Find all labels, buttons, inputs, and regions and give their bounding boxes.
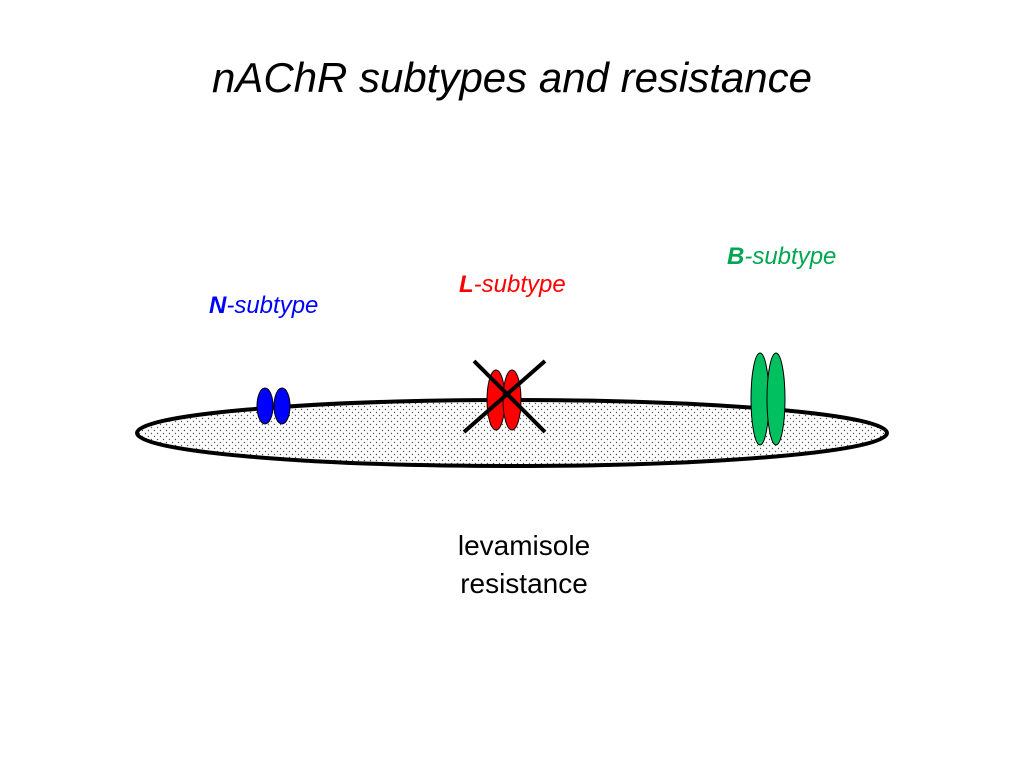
blocked-cross-icon — [462, 359, 547, 434]
l-subtype-suffix: -subtype — [473, 271, 566, 298]
n-subtype-letter: N — [209, 292, 227, 319]
n-receptor-subunit-left — [256, 387, 274, 425]
b-subtype-receptor — [750, 352, 786, 446]
slide-title: nAChR subtypes and resistance — [212, 54, 812, 101]
b-subtype-letter: B — [727, 243, 745, 270]
l-subtype-letter: L — [459, 271, 474, 298]
n-subtype-receptor — [256, 387, 291, 425]
b-subtype-label: B-subtype — [727, 242, 836, 272]
l-subtype-label: L-subtype — [459, 270, 566, 300]
n-subtype-suffix: -subtype — [226, 292, 319, 319]
n-receptor-subunit-right — [273, 387, 291, 425]
caption-line-2: resistance — [460, 568, 588, 599]
b-subtype-suffix: -subtype — [744, 243, 837, 270]
n-subtype-label: N-subtype — [209, 291, 318, 321]
levamisole-resistance-caption: levamisole resistance — [374, 527, 674, 603]
caption-line-1: levamisole — [457, 530, 591, 561]
b-receptor-subunit-left — [750, 352, 770, 446]
b-receptor-subunit-right — [766, 352, 786, 446]
